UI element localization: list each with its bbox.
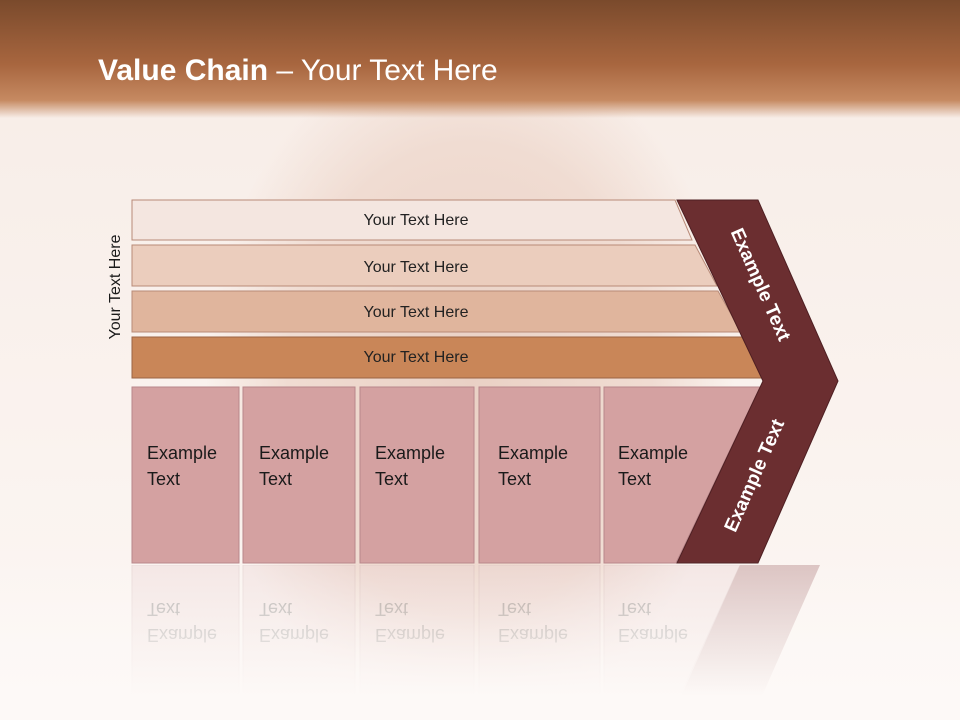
column-4-line1: Example — [498, 443, 569, 463]
column-3-text: Example Text — [375, 440, 445, 492]
bar-2 — [131, 244, 718, 287]
column-3-line1: Example — [375, 443, 446, 463]
column-3-line2: Text — [375, 469, 409, 489]
column-1-line1: Example — [147, 443, 218, 463]
column-4-text: Example Text — [498, 440, 568, 492]
column-3 — [359, 386, 475, 564]
bar-1-label: Your Text Here — [364, 212, 469, 229]
bar-2-label: Your Text Here — [364, 259, 469, 276]
title-bold: Value Chain — [98, 54, 269, 87]
title-rest: – Your Text Here — [268, 54, 498, 87]
column-4 — [478, 386, 601, 564]
column-5-text: Example Text — [618, 440, 688, 492]
bar-4-label: Your Text Here — [364, 349, 469, 366]
column-4-line2: Text — [498, 469, 532, 489]
bottom-fade — [0, 560, 960, 720]
column-2-text: Example Text — [259, 440, 329, 492]
bar-1 — [131, 199, 693, 241]
column-2-line2: Text — [259, 469, 293, 489]
column-1-line2: Text — [147, 469, 181, 489]
column-5-line2: Text — [618, 469, 652, 489]
bar-3-label: Your Text Here — [364, 304, 469, 321]
header-band — [0, 0, 960, 118]
column-2-line1: Example — [259, 443, 330, 463]
column-1 — [131, 386, 240, 564]
slide-title: Value Chain – Your Text Here — [98, 54, 498, 88]
column-5-line1: Example — [618, 443, 689, 463]
column-1-text: Example Text — [147, 440, 217, 492]
